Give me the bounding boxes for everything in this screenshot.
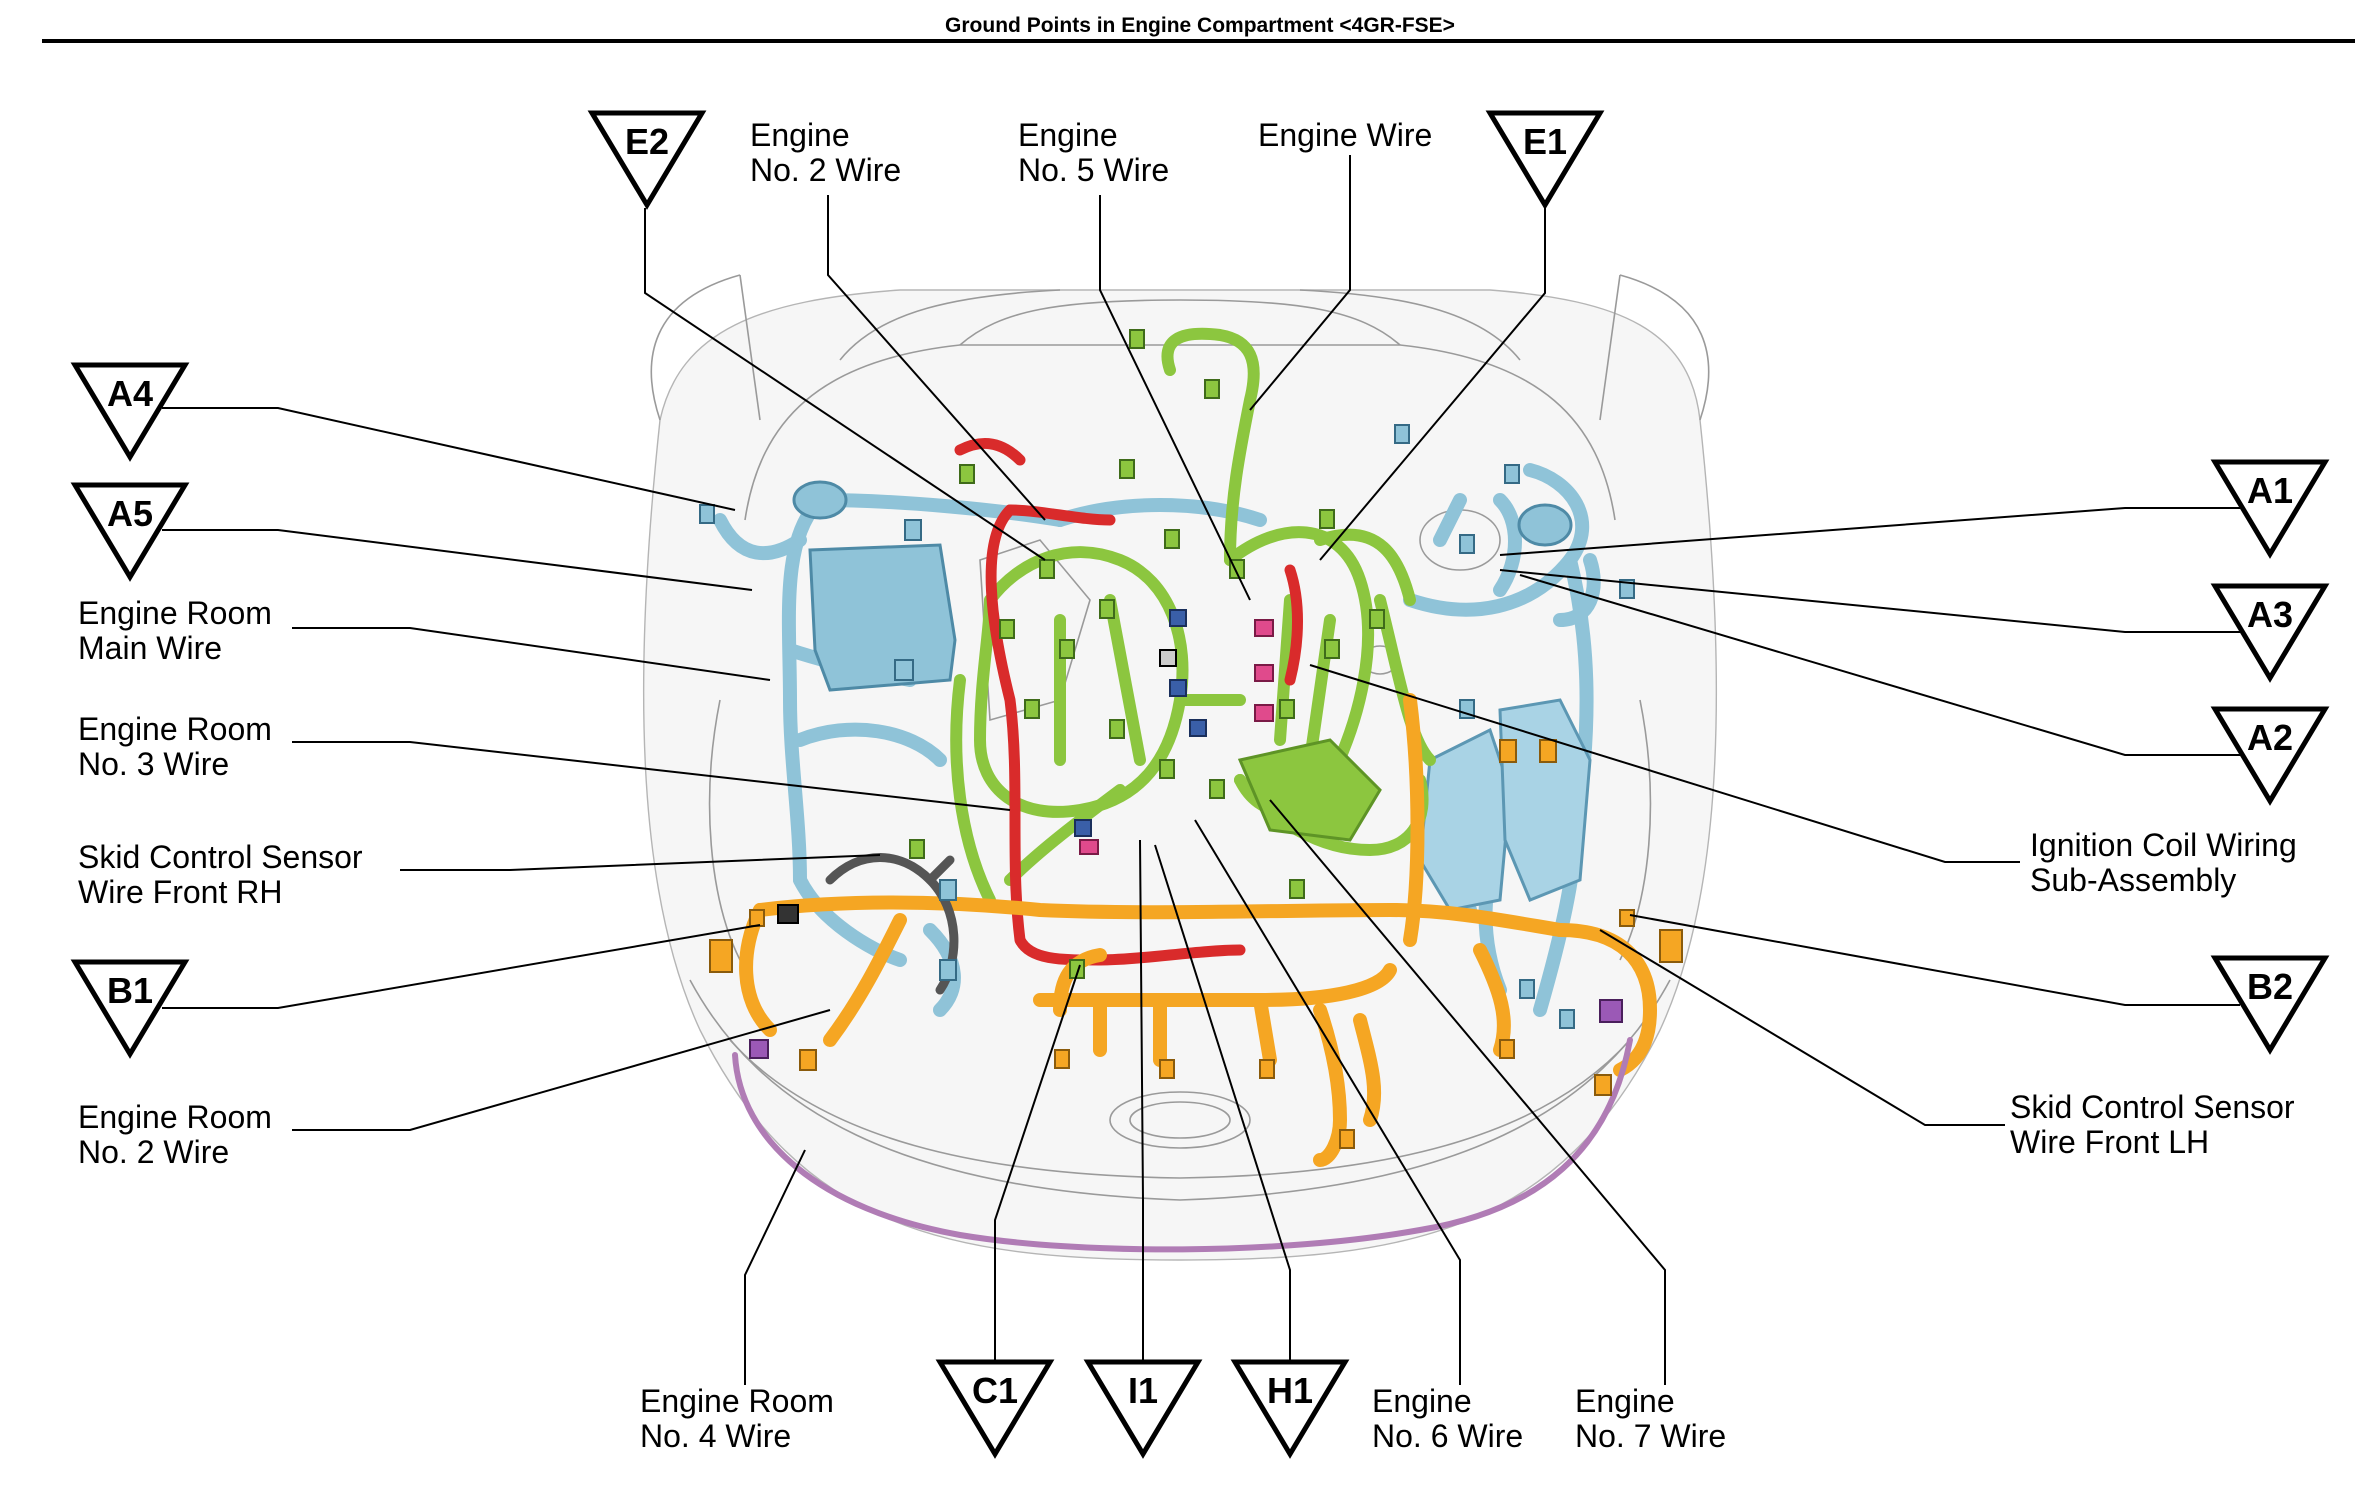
ground-label-B1: B1	[107, 970, 153, 1011]
ground-label-B2: B2	[2247, 966, 2293, 1007]
label-skid-sensor-front-lh: Skid Control Sensor Wire Front LH	[2010, 1089, 2303, 1160]
ground-label-A2: A2	[2247, 717, 2293, 758]
harness-gray	[825, 853, 959, 995]
label-engine-room-main-wire: Engine Room Main Wire	[78, 595, 281, 666]
connectors-gray	[777, 649, 1177, 924]
label-engine-room-no3-wire: Engine Room No. 3 Wire	[78, 711, 281, 782]
harness-blue-body-right	[1418, 698, 1592, 912]
ground-label-A4: A4	[107, 373, 153, 414]
ground-label-I1: I1	[1128, 1370, 1158, 1411]
ground-point-A1: A1	[2210, 459, 2330, 559]
ground-point-A3: A3	[2210, 583, 2330, 683]
ground-point-E1: E1	[1485, 110, 1605, 210]
harness-green-body	[1237, 738, 1382, 842]
label-engine-room-no4-wire: Engine Room No. 4 Wire	[640, 1383, 843, 1454]
label-engine-no5-wire: Engine No. 5 Wire	[1018, 117, 1169, 188]
ground-point-A4: A4	[70, 362, 190, 462]
ground-label-A1: A1	[2247, 470, 2293, 511]
label-engine-no6-wire: Engine No. 6 Wire	[1372, 1383, 1523, 1454]
ground-label-E2: E2	[625, 121, 669, 162]
label-ignition-coil-wiring: Ignition Coil Wiring Sub-Assembly	[2030, 827, 2306, 898]
ground-point-E2: E2	[587, 110, 707, 210]
ground-label-E1: E1	[1523, 121, 1567, 162]
connectors-orange	[709, 739, 1683, 1149]
label-engine-room-no2-wire: Engine Room No. 2 Wire	[78, 1099, 281, 1170]
ground-label-A3: A3	[2247, 594, 2293, 635]
ground-point-H1: H1	[1230, 1359, 1350, 1459]
ground-point-B1: B1	[70, 959, 190, 1059]
ground-point-I1: I1	[1083, 1359, 1203, 1459]
connectors-purple	[749, 999, 1623, 1059]
connectors-blue	[699, 424, 1635, 1029]
harness-red	[954, 437, 1303, 966]
connectors-green	[909, 329, 1385, 979]
harness-blue-body-left	[792, 480, 1573, 692]
label-skid-sensor-front-rh: Skid Control Sensor Wire Front RH	[78, 839, 371, 910]
ground-label-C1: C1	[972, 1370, 1018, 1411]
label-engine-no2-wire: Engine No. 2 Wire	[750, 117, 901, 188]
page-title: Ground Points in Engine Compartment <4GR…	[945, 14, 1455, 37]
ground-label-A5: A5	[107, 493, 153, 534]
ground-point-B2: B2	[2210, 955, 2330, 1055]
connectors-pink	[1079, 619, 1274, 855]
leader-lines	[162, 155, 2240, 1385]
harness-purple	[732, 1037, 1633, 1253]
harness-orange	[739, 693, 1657, 1167]
ground-label-H1: H1	[1267, 1370, 1313, 1411]
ground-point-C1: C1	[935, 1359, 1055, 1459]
ground-point-A5: A5	[70, 482, 190, 582]
connectors-navy	[1074, 609, 1207, 837]
ground-point-A2: A2	[2210, 706, 2330, 806]
label-engine-no7-wire: Engine No. 7 Wire	[1575, 1383, 1726, 1454]
label-engine-wire: Engine Wire	[1258, 117, 1432, 153]
